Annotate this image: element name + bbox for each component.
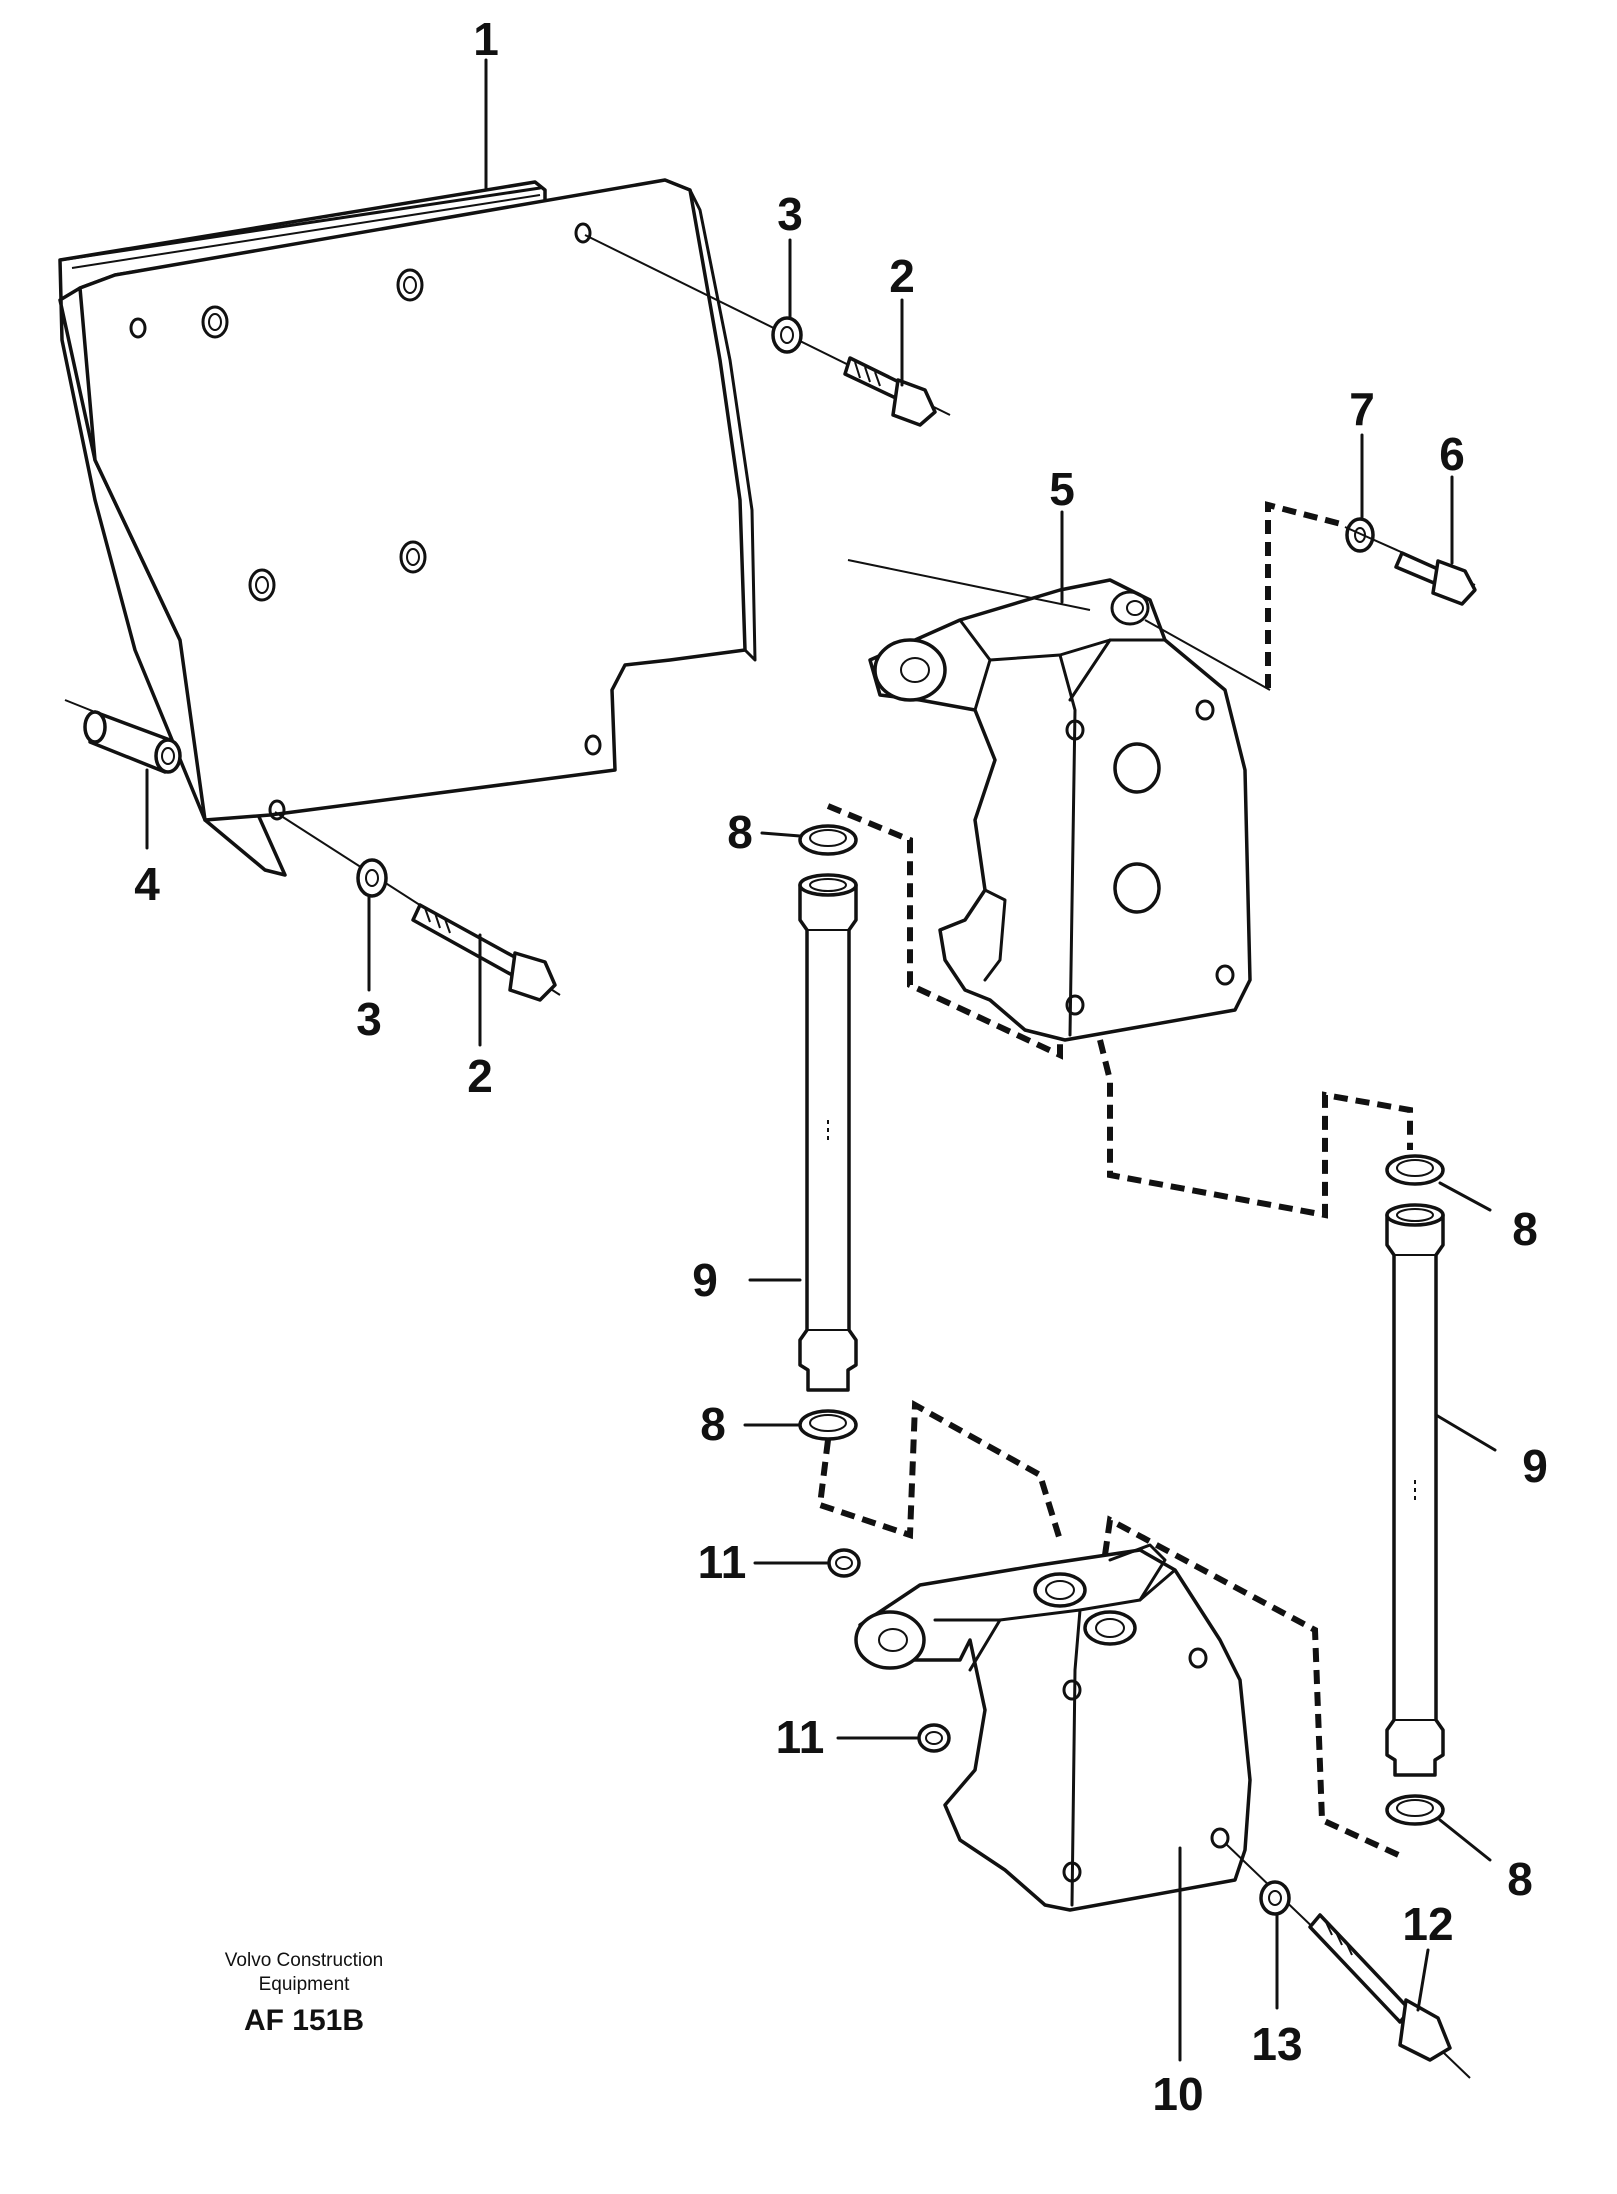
callout-7: 7 (1349, 383, 1375, 435)
upper-bracket-part-5 (868, 578, 1252, 1042)
left-pipe-part-9 (798, 824, 858, 1441)
callout-8b: 8 (700, 1398, 726, 1450)
callout-11a: 11 (698, 1536, 747, 1588)
upper-bolt-assembly (584, 234, 951, 427)
callout-2b: 2 (467, 1050, 493, 1102)
callout-1: 1 (473, 13, 499, 65)
assembly-path-8-5 (826, 803, 1063, 1060)
bracket-bolt-assembly (1344, 517, 1477, 606)
callout-8c: 8 (1512, 1203, 1538, 1255)
cover-plate-part-1 (58, 178, 757, 877)
callout-13: 13 (1251, 2018, 1302, 2070)
leader-9b (1434, 1413, 1497, 1452)
o-ring-part-11-lower (917, 1723, 951, 1753)
callout-12: 12 (1402, 1898, 1453, 1950)
leader-8d (1438, 1818, 1492, 1862)
callout-3a: 3 (777, 188, 803, 240)
lower-bolt-assembly (274, 811, 561, 1002)
spacer-sleeve-part-4 (64, 699, 182, 774)
lower-bracket-part-10 (854, 1543, 1252, 1912)
callout-6: 6 (1439, 428, 1465, 480)
callout-8d: 8 (1507, 1853, 1533, 1905)
footer-figure-code: AF 151B (244, 2004, 364, 2037)
assembly-path-10-8 (1102, 1515, 1407, 1861)
assembly-path-5-8 (1097, 1039, 1413, 1219)
callout-8a: 8 (727, 806, 753, 858)
bracket-screw-line (1144, 619, 1271, 691)
callout-4: 4 (134, 858, 160, 910)
bracket-axis-line (847, 559, 1091, 611)
leader-8c (1438, 1181, 1492, 1212)
callout-9a: 9 (692, 1254, 718, 1306)
footer-company-line2: Equipment (259, 1974, 351, 1995)
callout-5: 5 (1049, 463, 1075, 515)
leader-8a (760, 831, 802, 838)
o-ring-part-11-upper (827, 1548, 861, 1578)
footer-company-line1: Volvo Construction (225, 1950, 383, 1971)
assembly-path-5-7 (1265, 501, 1346, 688)
callout-9b: 9 (1522, 1440, 1548, 1492)
callout-11b: 11 (776, 1711, 825, 1763)
callout-3b: 3 (356, 993, 382, 1045)
callout-10: 10 (1152, 2068, 1203, 2120)
callout-2a: 2 (889, 250, 915, 302)
lower-bracket-bolt-assembly (1224, 1842, 1471, 2079)
leader-12 (1416, 1948, 1430, 2012)
assembly-path-8-10 (816, 1399, 1063, 1541)
right-pipe-part-9 (1385, 1154, 1445, 1826)
